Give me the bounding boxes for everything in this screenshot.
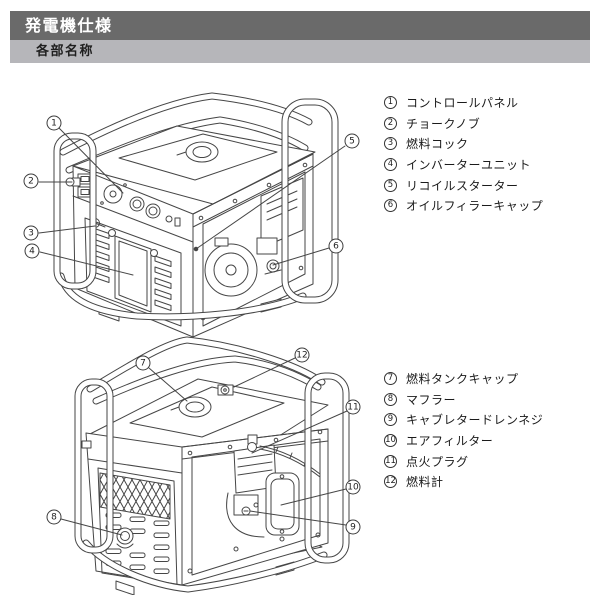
diagram-rear: 7 8 9 10 11 12 <box>30 335 380 595</box>
page-title: 発電機仕様 <box>25 16 113 35</box>
frame-left-hoop <box>53 132 97 290</box>
legend-item: 6 オイルフィラーキャップ <box>384 195 543 216</box>
callout-6: 6 <box>328 238 344 254</box>
part-label: インバーターユニット <box>406 157 532 172</box>
callout-7: 7 <box>135 355 151 371</box>
part-label: キャブレタードレンネジ <box>406 413 544 428</box>
leader-lines <box>38 127 346 276</box>
circled-number: 2 <box>384 116 397 130</box>
circled-number: 1 <box>384 95 397 109</box>
legend-bottom: 7 燃料タンクキャップ 8 マフラー 9 キャブレタードレンネジ 10 エアフィ… <box>384 368 543 492</box>
frame-right-hoop <box>281 98 339 304</box>
circled-number: 12 <box>384 475 397 489</box>
drain-screw <box>241 506 251 516</box>
circled-number: 5 <box>384 178 397 192</box>
part-label: 燃料タンクキャップ <box>406 371 519 386</box>
frame-right-hoop <box>304 372 350 564</box>
callout-4: 4 <box>24 243 40 259</box>
frame-bottom-tube <box>57 272 307 321</box>
diagram-front: 1 2 3 4 5 6 <box>15 90 385 350</box>
fuel-tank-cap <box>170 396 212 418</box>
page-title-bar: 発電機仕様 <box>10 11 590 40</box>
callout-1: 1 <box>46 115 62 131</box>
part-label: 燃料コック <box>406 137 469 152</box>
circled-number: 6 <box>384 199 397 213</box>
legend-item: 10 エアフィルター <box>384 430 543 451</box>
frame-left-hoop <box>74 378 114 554</box>
legend-item: 7 燃料タンクキャップ <box>384 368 543 389</box>
legend-item: 4 インバーターユニット <box>384 154 543 175</box>
oil-filler-cap <box>264 259 282 275</box>
engine-head <box>233 444 277 494</box>
callout-9: 9 <box>345 519 361 535</box>
legend-item: 8 マフラー <box>384 389 543 410</box>
frame-top-tubes <box>86 336 326 405</box>
legend-item: 11 点火プラグ <box>384 451 543 472</box>
frame-bottom-tube <box>82 539 328 593</box>
part-label: コントロールパネル <box>406 95 519 110</box>
part-label: エアフィルター <box>406 433 494 448</box>
callout-12: 12 <box>294 347 310 363</box>
recoil-starter <box>204 237 258 297</box>
circled-number: 4 <box>384 157 397 171</box>
callout-8: 8 <box>46 509 62 525</box>
inverter-panel <box>84 217 182 327</box>
legend-item: 12 燃料計 <box>384 471 543 492</box>
generator-front-illustration <box>38 92 346 338</box>
spark-plug <box>247 434 258 452</box>
legend-item: 5 リコイルスターター <box>384 175 543 196</box>
fuel-gauge <box>217 384 234 396</box>
callout-3: 3 <box>23 225 39 241</box>
callout-2: 2 <box>23 173 39 189</box>
callout-10: 10 <box>345 479 361 495</box>
legend-top: 1 コントロールパネル 2 チョークノブ 3 燃料コック 4 インバーターユニッ… <box>384 92 543 216</box>
muffler-grille <box>81 432 183 586</box>
fuel-tank-top <box>72 125 316 205</box>
part-label: リコイルスターター <box>406 178 519 193</box>
circled-number: 3 <box>384 137 397 151</box>
circled-number: 9 <box>384 413 397 427</box>
part-label: オイルフィラーキャップ <box>406 199 544 214</box>
callout-5: 5 <box>344 133 360 149</box>
carburetor <box>226 492 265 538</box>
generator-rear-illustration <box>60 336 350 595</box>
part-label: チョークノブ <box>406 116 481 131</box>
circled-number: 10 <box>384 433 397 447</box>
part-label: 点火プラグ <box>406 454 469 469</box>
legend-item: 9 キャブレタードレンネジ <box>384 409 543 430</box>
circled-number: 7 <box>384 371 397 385</box>
legend-item: 2 チョークノブ <box>384 113 543 134</box>
air-filter <box>265 472 300 536</box>
legend-item: 3 燃料コック <box>384 133 543 154</box>
legend-item: 1 コントロールパネル <box>384 92 543 113</box>
section-title: 各部名称 <box>36 44 95 59</box>
part-label: マフラー <box>406 392 457 407</box>
section-title-bar: 各部名称 <box>10 40 590 63</box>
circled-number: 8 <box>384 392 397 406</box>
leader-lines <box>60 357 348 536</box>
callout-11: 11 <box>345 399 361 415</box>
circled-number: 11 <box>384 454 397 468</box>
part-label: 燃料計 <box>406 475 444 490</box>
